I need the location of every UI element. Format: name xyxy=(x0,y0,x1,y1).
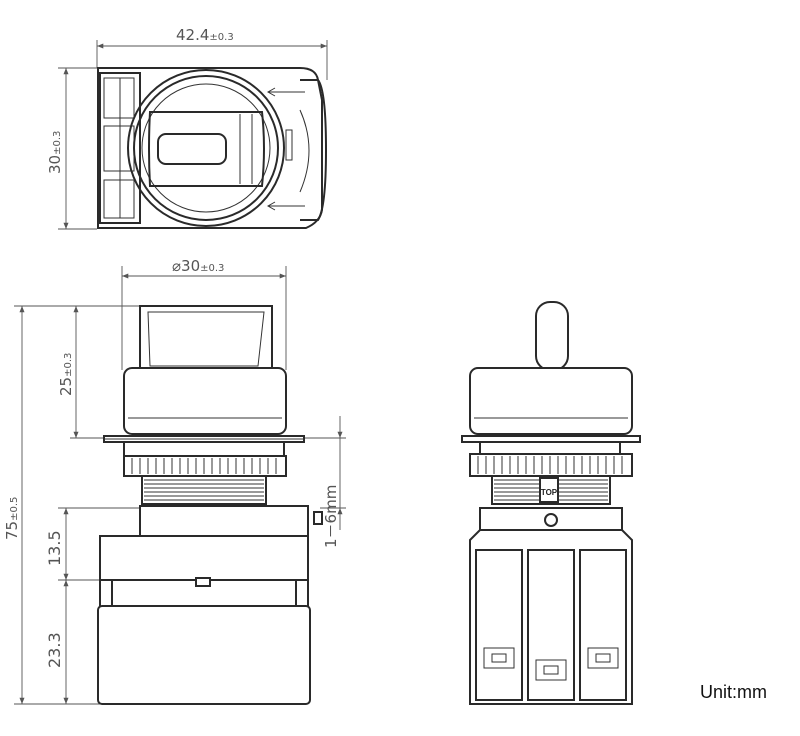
dim-panel-thickness: 1－6mm xyxy=(322,485,340,548)
dim-knob-height: 25±0.3 xyxy=(57,353,75,396)
dim-total-height: 75±0.5 xyxy=(3,497,21,540)
top-view: 42.4±0.3 30±0.3 xyxy=(46,26,328,230)
dim-top-width: 42.4±0.3 xyxy=(176,26,234,44)
top-marking: TOP xyxy=(541,488,558,497)
dim-diameter: ⌀30±0.3 xyxy=(172,257,224,275)
front-view: TOP xyxy=(461,301,641,705)
dim-body-lower: 23.3 xyxy=(45,632,64,668)
side-view: ⌀30±0.3 75±0.5 25±0.3 13.5 23.3 1－6mm xyxy=(3,257,346,705)
unit-label: Unit:mm xyxy=(700,682,767,702)
dim-top-height: 30±0.3 xyxy=(46,131,64,174)
dim-body-upper: 13.5 xyxy=(45,530,64,566)
